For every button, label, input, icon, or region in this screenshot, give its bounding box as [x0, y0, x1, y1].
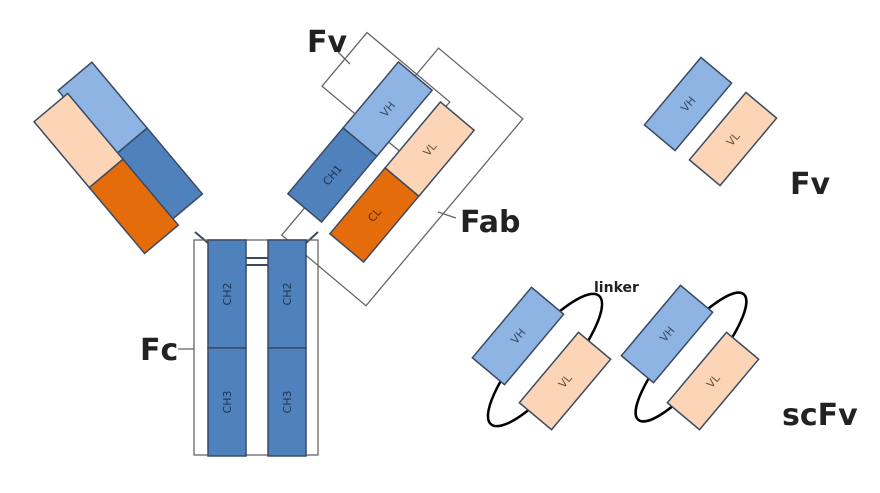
fv-fragment-vl: VL — [688, 91, 778, 187]
fc-right-chain: CH2 CH3 — [267, 239, 307, 457]
fc-label: Fc — [140, 333, 178, 368]
linker-label: linker — [594, 280, 639, 296]
fv-label: Fv — [307, 25, 347, 60]
scfv1-vl: VL — [518, 331, 612, 431]
fv-leader-line — [337, 51, 351, 65]
left-ch2-domain — [207, 239, 247, 349]
left-ch2-label: CH2 — [221, 283, 234, 306]
fab-leader-line — [437, 211, 457, 219]
right-vl-domain — [384, 100, 476, 198]
left-arm-light-chain — [32, 92, 180, 255]
fab-label: Fab — [460, 205, 520, 240]
right-ch3-domain — [267, 347, 307, 457]
hinge-right — [305, 231, 319, 244]
left-ch3-domain — [207, 347, 247, 457]
right-ch2-domain — [267, 239, 307, 349]
scfv-label: scFv — [782, 398, 858, 433]
fv-fragment-label: Fv — [790, 167, 830, 202]
right-ch2-label: CH2 — [281, 283, 294, 306]
left-ch3-label: CH3 — [221, 391, 234, 414]
right-arm-light-chain: CL VL — [328, 100, 476, 264]
fc-left-chain: CH2 CH3 — [207, 239, 247, 457]
right-ch3-label: CH3 — [281, 391, 294, 414]
left-cl-domain — [88, 158, 180, 255]
scfv2-vh: VH — [620, 284, 714, 384]
scfv1-vh: VH — [471, 286, 565, 386]
scfv2-vl: VL — [666, 331, 760, 431]
right-arm-heavy-chain: CH1 VH — [286, 60, 434, 224]
right-vh-domain — [342, 60, 434, 158]
fc-bracket — [193, 239, 319, 456]
fv-fragment-vh: VH — [643, 56, 733, 152]
hinge-left — [194, 231, 209, 244]
